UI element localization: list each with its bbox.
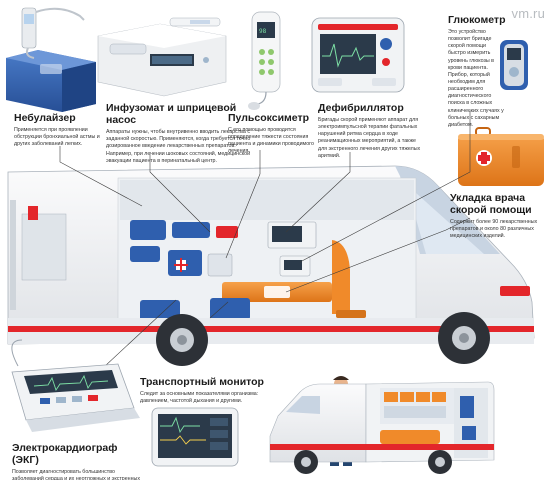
label-kit: Укладка врача скорой помощи Содержит бол… [450,192,544,241]
infusomat-title: Инфузомат и шприцевой насос [106,102,237,127]
ambulance-van-icon [7,165,535,366]
nebulizer-title: Небулайзер [14,112,76,124]
defibrillator-device-icon [311,17,405,93]
infusomat-desc: Аппараты нужны, чтобы внутривенно вводит… [106,129,251,164]
pulse-oximeter-title: Пульсоксиметр [228,112,310,124]
label-ecg: Электрокардиограф (ЭКГ) Позволяет диагно… [12,442,140,480]
glucometer-device-icon [500,40,528,90]
pulse-oximeter-device-icon: 98 [248,11,281,110]
defibrillator-desc: Бригады скорой применяют аппарат для эле… [318,117,421,159]
ecg-device-icon [11,339,140,432]
ecg-title: Электрокардиограф (ЭКГ) [12,442,118,467]
glucometer-desc: Это устройство позволит бригаде скорой п… [448,29,504,128]
label-transport-monitor: Транспортный монитор Следит за основными… [140,376,270,405]
kit-title: Укладка врача скорой помощи [450,192,532,217]
kit-desc: Содержит более 90 лекарственных препарат… [450,219,538,240]
label-glucometer: Глюкометр Это устройство позволит бригад… [448,14,506,129]
label-pulse-oximeter: Пульсоксиметр С его помощью проводится о… [228,112,314,156]
ecg-desc: Позволяет диагностировать большинство за… [12,469,140,480]
infusion-pump-device-icon [97,17,227,97]
transport-monitor-title: Транспортный монитор [140,376,264,388]
defibrillator-title: Дефибриллятор [318,102,404,114]
transport-monitor-device-icon [151,407,239,467]
svg-text:98: 98 [259,28,267,35]
transport-monitor-desc: Следит за основными показателями организ… [140,391,259,405]
pulse-oximeter-desc: С его помощью проводится определение тяж… [228,127,314,155]
nebulizer-desc: Применяется при проявлении обструкции бр… [14,127,100,148]
watermark: vm.ru [511,6,545,21]
label-nebulizer: Небулайзер Применяется при проявлении об… [14,112,106,148]
label-infusomat: Инфузомат и шприцевой насос Аппараты нуж… [106,102,256,165]
glucometer-title: Глюкометр [448,14,506,26]
label-defibrillator: Дефибриллятор Бригады скорой применяют а… [318,102,422,160]
medical-kit-icon [458,127,544,186]
nebulizer-device-icon [6,7,96,112]
ambulance-van-small-icon [269,381,495,474]
